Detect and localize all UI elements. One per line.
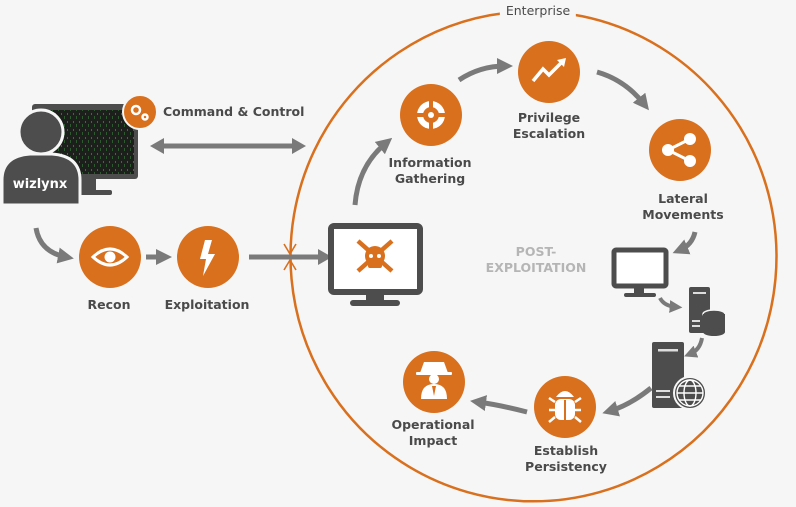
flow-arrow — [352, 137, 393, 206]
flow-arrow — [33, 227, 74, 264]
privilege-escalation-node — [518, 41, 580, 103]
spy-icon — [416, 362, 452, 399]
information-gathering-label: Information Gathering — [388, 155, 472, 186]
web-server-icon — [652, 342, 707, 410]
flow-arrow — [596, 69, 649, 111]
attacker-name: wizlynx — [12, 177, 68, 192]
database-server-icon — [689, 287, 726, 336]
establish-persistency-node — [534, 376, 596, 438]
lateral-movements-label: Lateral Movements — [642, 191, 724, 222]
share-icon — [662, 133, 696, 167]
lightning-icon — [200, 240, 215, 276]
lateral-movements-node — [649, 119, 711, 181]
breach-arrow — [249, 243, 332, 271]
command-control-label: Command & Control — [163, 104, 305, 119]
flow-arrow — [602, 386, 653, 417]
command-control-badge — [122, 94, 158, 130]
gears-icon — [130, 104, 149, 121]
c2-arrow — [150, 138, 306, 154]
eye-icon — [90, 247, 130, 267]
compromised-monitor — [328, 223, 423, 306]
trending-up-icon — [531, 58, 566, 83]
information-gathering-node — [400, 84, 462, 146]
post-exploitation-label: POST- EXPLOITATION — [485, 244, 587, 275]
workstation-icon — [611, 247, 669, 297]
flow-arrow — [457, 58, 513, 83]
exploitation-label: Exploitation — [164, 297, 250, 312]
operational-impact-node — [403, 351, 465, 413]
crosshair-icon — [415, 99, 447, 131]
attacker-avatar — [0, 108, 82, 207]
enterprise-boundary — [289, 11, 778, 503]
flow-arrow — [658, 296, 683, 313]
flow-arrow — [672, 231, 698, 255]
bug-icon — [548, 391, 582, 423]
recon-node — [79, 226, 141, 288]
recon-label: Recon — [87, 297, 131, 312]
enterprise-label: Enterprise — [499, 3, 577, 19]
exploitation-node — [177, 226, 239, 288]
flow-arrow — [470, 395, 528, 415]
flow-arrow — [684, 337, 704, 358]
skull-crossbones-icon — [356, 239, 394, 273]
establish-persistency-label: Establish Persistency — [525, 443, 607, 474]
privilege-escalation-label: Privilege Escalation — [512, 110, 586, 141]
operational-impact-label: Operational Impact — [391, 417, 475, 448]
globe-icon — [673, 376, 707, 410]
